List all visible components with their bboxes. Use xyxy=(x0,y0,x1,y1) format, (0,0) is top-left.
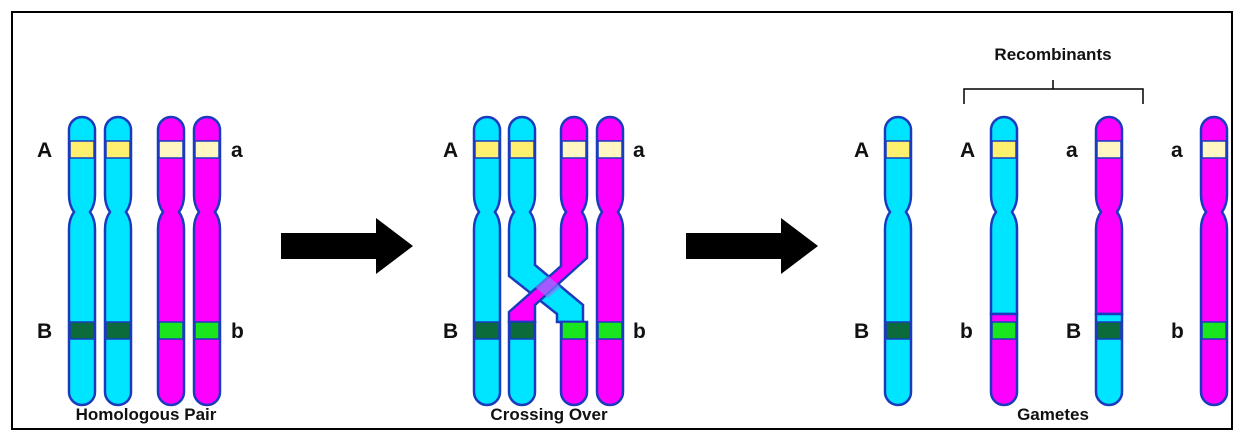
allele-label-a: a xyxy=(633,139,645,162)
allele-label-B: B xyxy=(37,320,52,343)
gamete-chromosome-aB-recombinant xyxy=(1094,115,1124,407)
chromatid-cross-magenta xyxy=(507,115,589,324)
allele-label-B: B xyxy=(443,320,458,343)
allele-label-b: b xyxy=(633,320,646,343)
chromosome-maternal-1 xyxy=(67,115,97,407)
caption-gametes: Gametes xyxy=(1017,405,1089,424)
allele-label-a: a xyxy=(231,139,243,162)
panel-gametes: Recombinants A B A b xyxy=(854,45,1229,424)
chromosome-paternal-2 xyxy=(192,115,222,407)
panel-crossing-over: A B a b Crossing Over xyxy=(443,115,646,424)
chromatid-cross-cyan xyxy=(507,115,585,324)
allele-label-b: b xyxy=(231,320,244,343)
gamete-chromosome-AB xyxy=(883,115,913,407)
chromosome-maternal-outer xyxy=(472,115,502,407)
panel-homologous-pair: A B a b Homologous Pair xyxy=(37,115,244,424)
gamete-chromosome-Ab-recombinant xyxy=(989,115,1019,407)
gamete-1-allele-bottom: B xyxy=(854,320,869,343)
gamete-2-allele-top: A xyxy=(960,139,975,162)
chromosome-maternal-2 xyxy=(103,115,133,407)
gamete-4-allele-top: a xyxy=(1171,139,1183,162)
recombinants-label: Recombinants xyxy=(994,45,1111,64)
allele-label-A: A xyxy=(37,139,52,162)
right-arrow-icon xyxy=(686,218,818,274)
gamete-chromosome-ab xyxy=(1199,115,1229,407)
chromatid-lower-left xyxy=(507,320,537,407)
chromosome-paternal-1 xyxy=(156,115,186,407)
chromosome-paternal-outer xyxy=(595,115,625,407)
gamete-3-allele-bottom: B xyxy=(1066,320,1081,343)
caption-homologous-pair: Homologous Pair xyxy=(76,405,217,424)
gamete-3-allele-top: a xyxy=(1066,139,1078,162)
caption-crossing-over: Crossing Over xyxy=(490,405,608,424)
allele-label-A: A xyxy=(443,139,458,162)
gamete-2-allele-bottom: b xyxy=(960,320,973,343)
right-arrow-icon xyxy=(281,218,413,274)
chromatid-lower-right xyxy=(559,320,589,407)
gamete-4-allele-bottom: b xyxy=(1171,320,1184,343)
recombinants-bracket xyxy=(963,80,1144,104)
crossover-overlap xyxy=(535,276,561,298)
gamete-1-allele-top: A xyxy=(854,139,869,162)
